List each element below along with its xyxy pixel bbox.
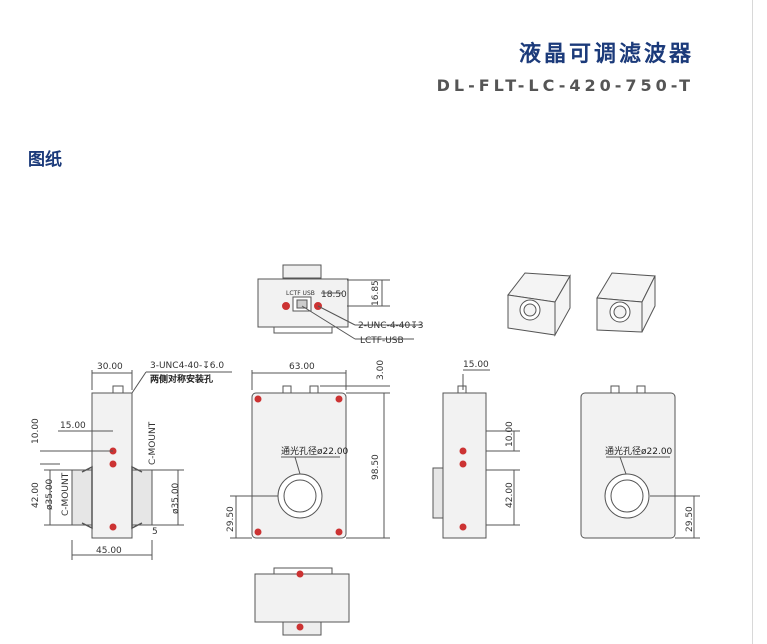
product-model: DL-FLT-LC-420-750-T <box>436 76 694 95</box>
right-dim-15-00: 15.00 <box>463 360 489 370</box>
top-dim-16-85: 16.85 <box>371 280 381 306</box>
front-view <box>230 370 390 539</box>
left-dim-45-00: 45.00 <box>96 546 122 556</box>
page-edge-line <box>752 0 753 644</box>
front-dim-98-50: 98.50 <box>371 454 381 480</box>
left-dim-5: 5 <box>152 527 158 537</box>
left-dim-10-00: 10.00 <box>31 418 41 444</box>
side-view-left <box>40 370 232 560</box>
front-aperture-note: 通光孔径ø22.00 <box>281 445 349 457</box>
front-dim-29-50: 29.50 <box>226 506 236 532</box>
top-port-label: LCTF USB <box>286 290 315 297</box>
top-dim-18-50: 18.50 <box>321 290 347 300</box>
left-c-mount-label: C-MOUNT <box>61 472 71 516</box>
top-usb-note: LCTF-USB <box>360 336 404 346</box>
left-dim-42-00: 42.00 <box>31 482 41 508</box>
top-thread-note: 2-UNC-4-40↧3 <box>358 321 424 331</box>
front-dim-63-00: 63.00 <box>289 362 315 372</box>
bottom-view <box>254 567 350 636</box>
left-dim-15-00: 15.00 <box>60 421 86 431</box>
left-thread-note: 3-UNC4-40-↧6.0 <box>150 361 224 371</box>
front-dim-3-00: 3.00 <box>376 360 386 380</box>
iso-view-1 <box>507 272 571 337</box>
right-c-mount-label: C-MOUNT <box>148 421 158 465</box>
right-dim-10-00: 10.00 <box>505 421 515 447</box>
iso-view-2 <box>596 272 656 333</box>
left-symmetric-note: 两侧对称安装孔 <box>150 373 213 385</box>
left-dim-35-00: ø35.00 <box>45 478 55 510</box>
top-view <box>257 264 422 340</box>
right-dim-35-00: ø35.00 <box>171 482 181 514</box>
section-title: 图纸 <box>28 150 62 170</box>
side-view-right <box>432 369 520 539</box>
product-title: 液晶可调滤波器 <box>518 42 694 67</box>
back-view <box>580 385 700 539</box>
back-dim-29-50: 29.50 <box>685 506 695 532</box>
right-dim-42-00: 42.00 <box>505 482 515 508</box>
back-aperture-note: 通光孔径ø22.00 <box>605 445 673 457</box>
left-dim-30-00: 30.00 <box>97 362 123 372</box>
